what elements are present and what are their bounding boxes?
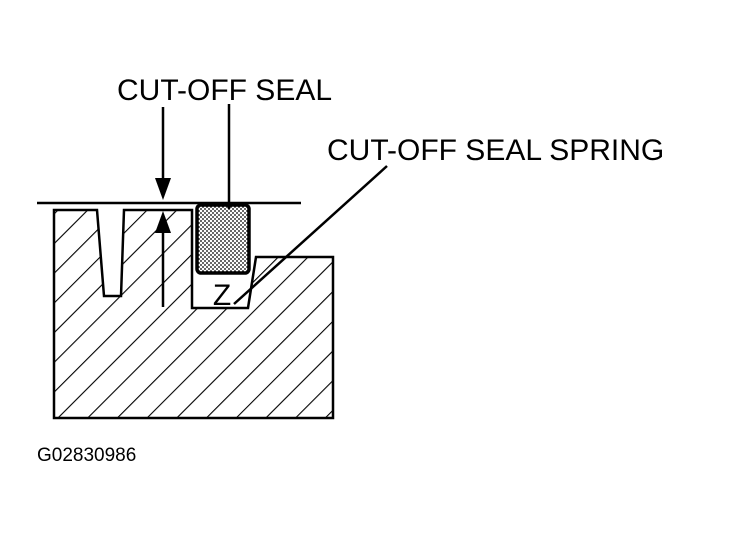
cut-off-seal <box>195 203 251 275</box>
dimension-arrow-up-head <box>155 211 171 233</box>
housing-cross-section <box>52 208 335 420</box>
cut-off-seal-spring-leader <box>233 165 388 305</box>
cut-off-seal-label: CUT-OFF SEAL <box>117 74 332 107</box>
cut-off-seal-spring-label: CUT-OFF SEAL SPRING <box>327 134 664 167</box>
spring-symbol: Z <box>213 279 231 312</box>
figure-code: G02830986 <box>37 445 136 466</box>
dimension-arrow-down-head <box>155 178 171 200</box>
